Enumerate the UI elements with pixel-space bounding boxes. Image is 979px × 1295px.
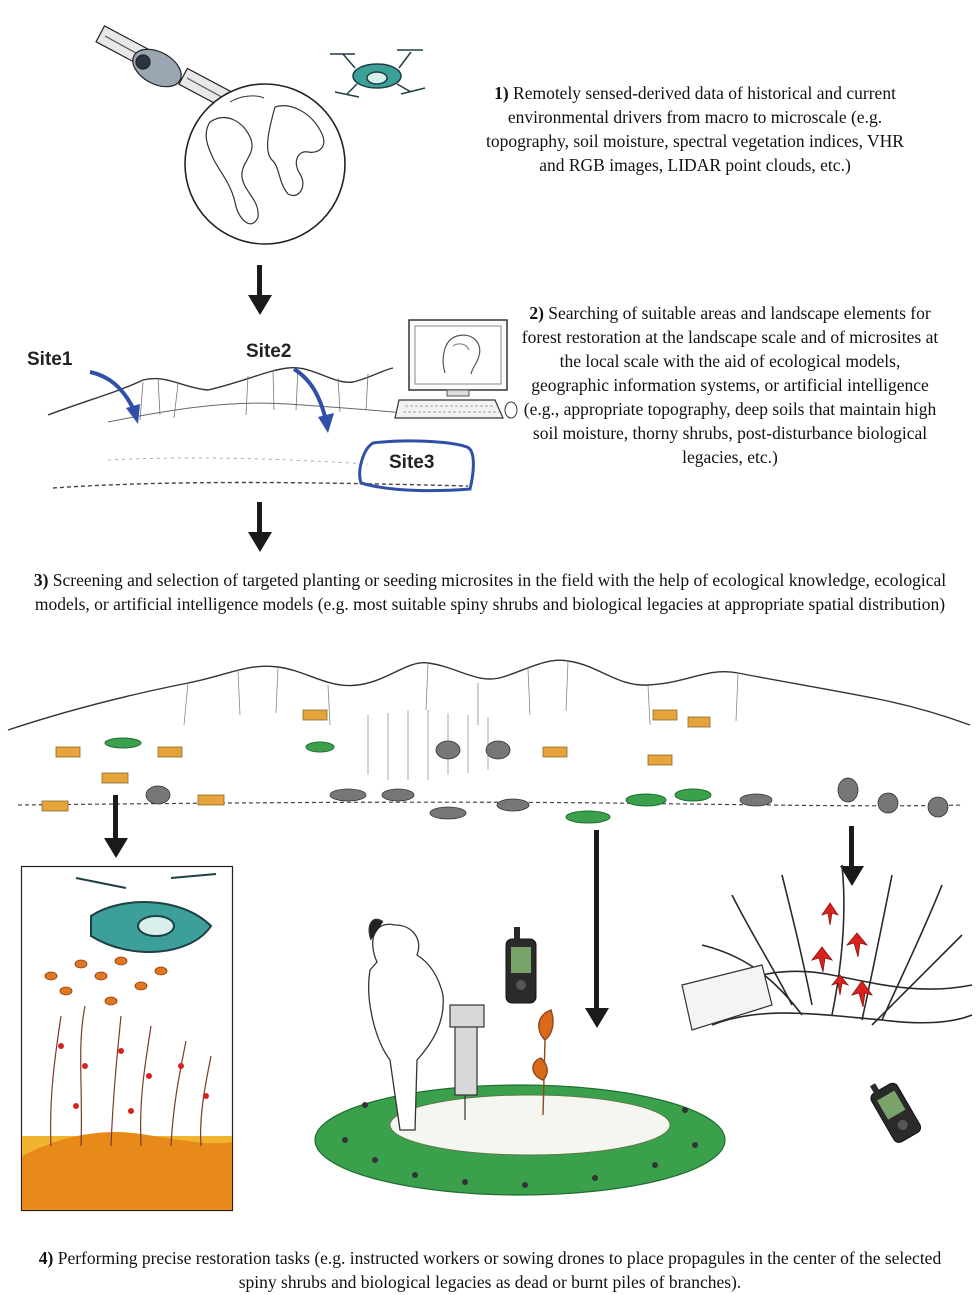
step-3-text: 3) Screening and selection of targeted p…: [15, 568, 965, 616]
burnt-branches-panel: [682, 855, 977, 1070]
step-4-text: 4) Performing precise restoration tasks …: [20, 1246, 960, 1294]
field-landscape-panorama: [8, 655, 970, 825]
shrub-marker: [42, 710, 710, 811]
step-1-text: 1) Remotely sensed-derived data of histo…: [475, 81, 915, 177]
step-2-text: 2) Searching of suitable areas and lands…: [520, 301, 940, 469]
site1-marker: [88, 368, 148, 428]
step-2-number: 2): [529, 303, 544, 323]
site2-label: Site2: [246, 341, 291, 363]
step-2-description: Searching of suitable areas and landscap…: [522, 303, 938, 467]
site1-label: Site1: [27, 349, 72, 371]
site2-marker: [292, 365, 342, 435]
step-4-number: 4): [39, 1248, 54, 1268]
step-1-number: 1): [494, 83, 509, 103]
drone-sowing-panel: [21, 866, 233, 1211]
globe-icon: [180, 82, 350, 247]
step-1-description: Remotely sensed-derived data of historic…: [486, 83, 904, 175]
step-4-description: Performing precise restoration tasks (e.…: [58, 1248, 941, 1292]
gps-device-icon-2: [862, 1076, 932, 1146]
site3-label: Site3: [389, 452, 434, 474]
computer-brain-icon: [395, 318, 520, 423]
step-3-number: 3): [34, 570, 49, 590]
gps-device-icon: [504, 925, 538, 1005]
step-3-description: Screening and selection of targeted plan…: [35, 570, 946, 614]
